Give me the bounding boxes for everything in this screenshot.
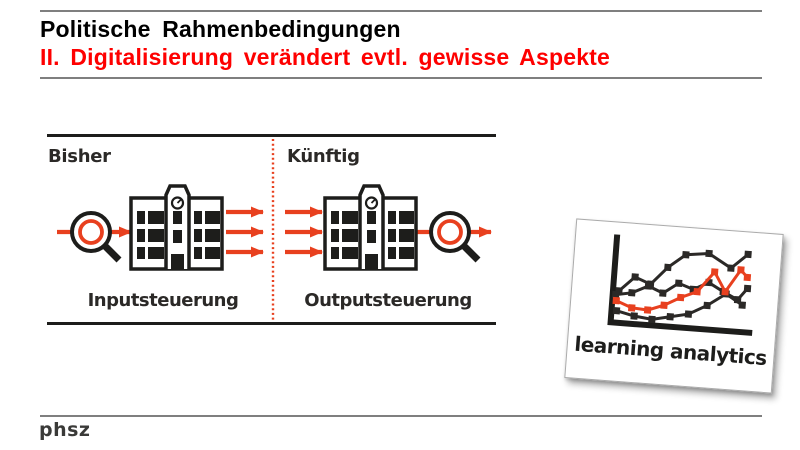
caption-inputsteuerung: Inputsteuerung (87, 290, 239, 311)
input-steering-group (57, 184, 264, 271)
header-rule-bottom (40, 77, 762, 79)
label-kuenftig: Künftig (287, 146, 360, 167)
timeline-frame (47, 134, 496, 325)
magnifier-input-icon (70, 211, 122, 263)
input-arrows-right (285, 206, 323, 258)
frame-bottom-bar (47, 322, 496, 325)
school-building-left-icon (129, 184, 224, 271)
magnifier-output-icon (429, 211, 481, 263)
page-subtitle: II. Digitalisierung verändert evtl. gewi… (40, 44, 611, 70)
output-steering-group (285, 184, 492, 271)
page-title: Politische Rahmenbedingungen (40, 16, 401, 42)
frame-top-bar (47, 134, 496, 137)
learning-analytics-card: learning analytics (564, 218, 784, 394)
learning-analytics-chart (607, 234, 753, 336)
header-rule-top (40, 10, 762, 12)
caption-outputsteuerung: Outputsteuerung (304, 290, 472, 311)
footer-rule (40, 415, 762, 417)
label-bisher: Bisher (48, 146, 111, 167)
output-arrows-left (226, 206, 264, 258)
phsz-logo: phsz (39, 419, 91, 441)
school-building-right-icon (323, 184, 418, 271)
steering-diagram (47, 134, 496, 325)
